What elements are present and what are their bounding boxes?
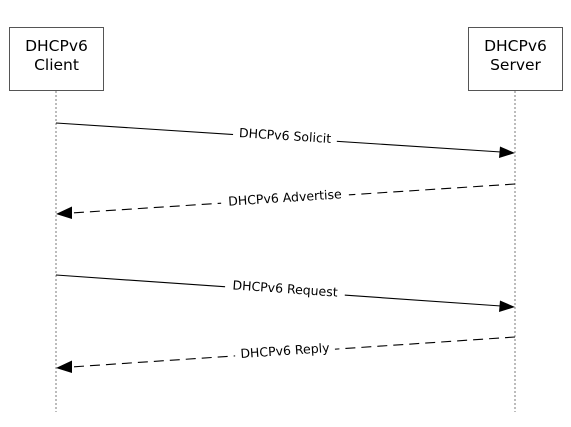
message-request: DHCPv6 Request <box>55 274 515 312</box>
arrowhead-reply <box>56 360 72 373</box>
message-solicit: DHCPv6 Solicit <box>55 122 515 158</box>
message-reply: DHCPv6 Reply <box>56 336 516 373</box>
message-label-request: DHCPv6 Request <box>232 277 338 299</box>
message-label-reply: DHCPv6 Reply <box>240 340 331 361</box>
arrowhead-solicit <box>499 146 515 158</box>
message-label-advertise: DHCPv6 Advertise <box>228 186 343 208</box>
server-label-line1: DHCPv6 <box>484 37 547 55</box>
server-participant-box: DHCPv6 Server <box>468 27 563 91</box>
arrowhead-request <box>499 300 515 312</box>
message-label-solicit: DHCPv6 Solicit <box>239 125 332 146</box>
arrowhead-advertise <box>56 206 72 219</box>
client-label-line2: Client <box>34 56 79 74</box>
server-label-line2: Server <box>490 56 541 74</box>
client-label-line1: DHCPv6 <box>25 37 88 55</box>
client-participant-box: DHCPv6 Client <box>9 27 104 91</box>
message-advertise: DHCPv6 Advertise <box>56 183 516 219</box>
